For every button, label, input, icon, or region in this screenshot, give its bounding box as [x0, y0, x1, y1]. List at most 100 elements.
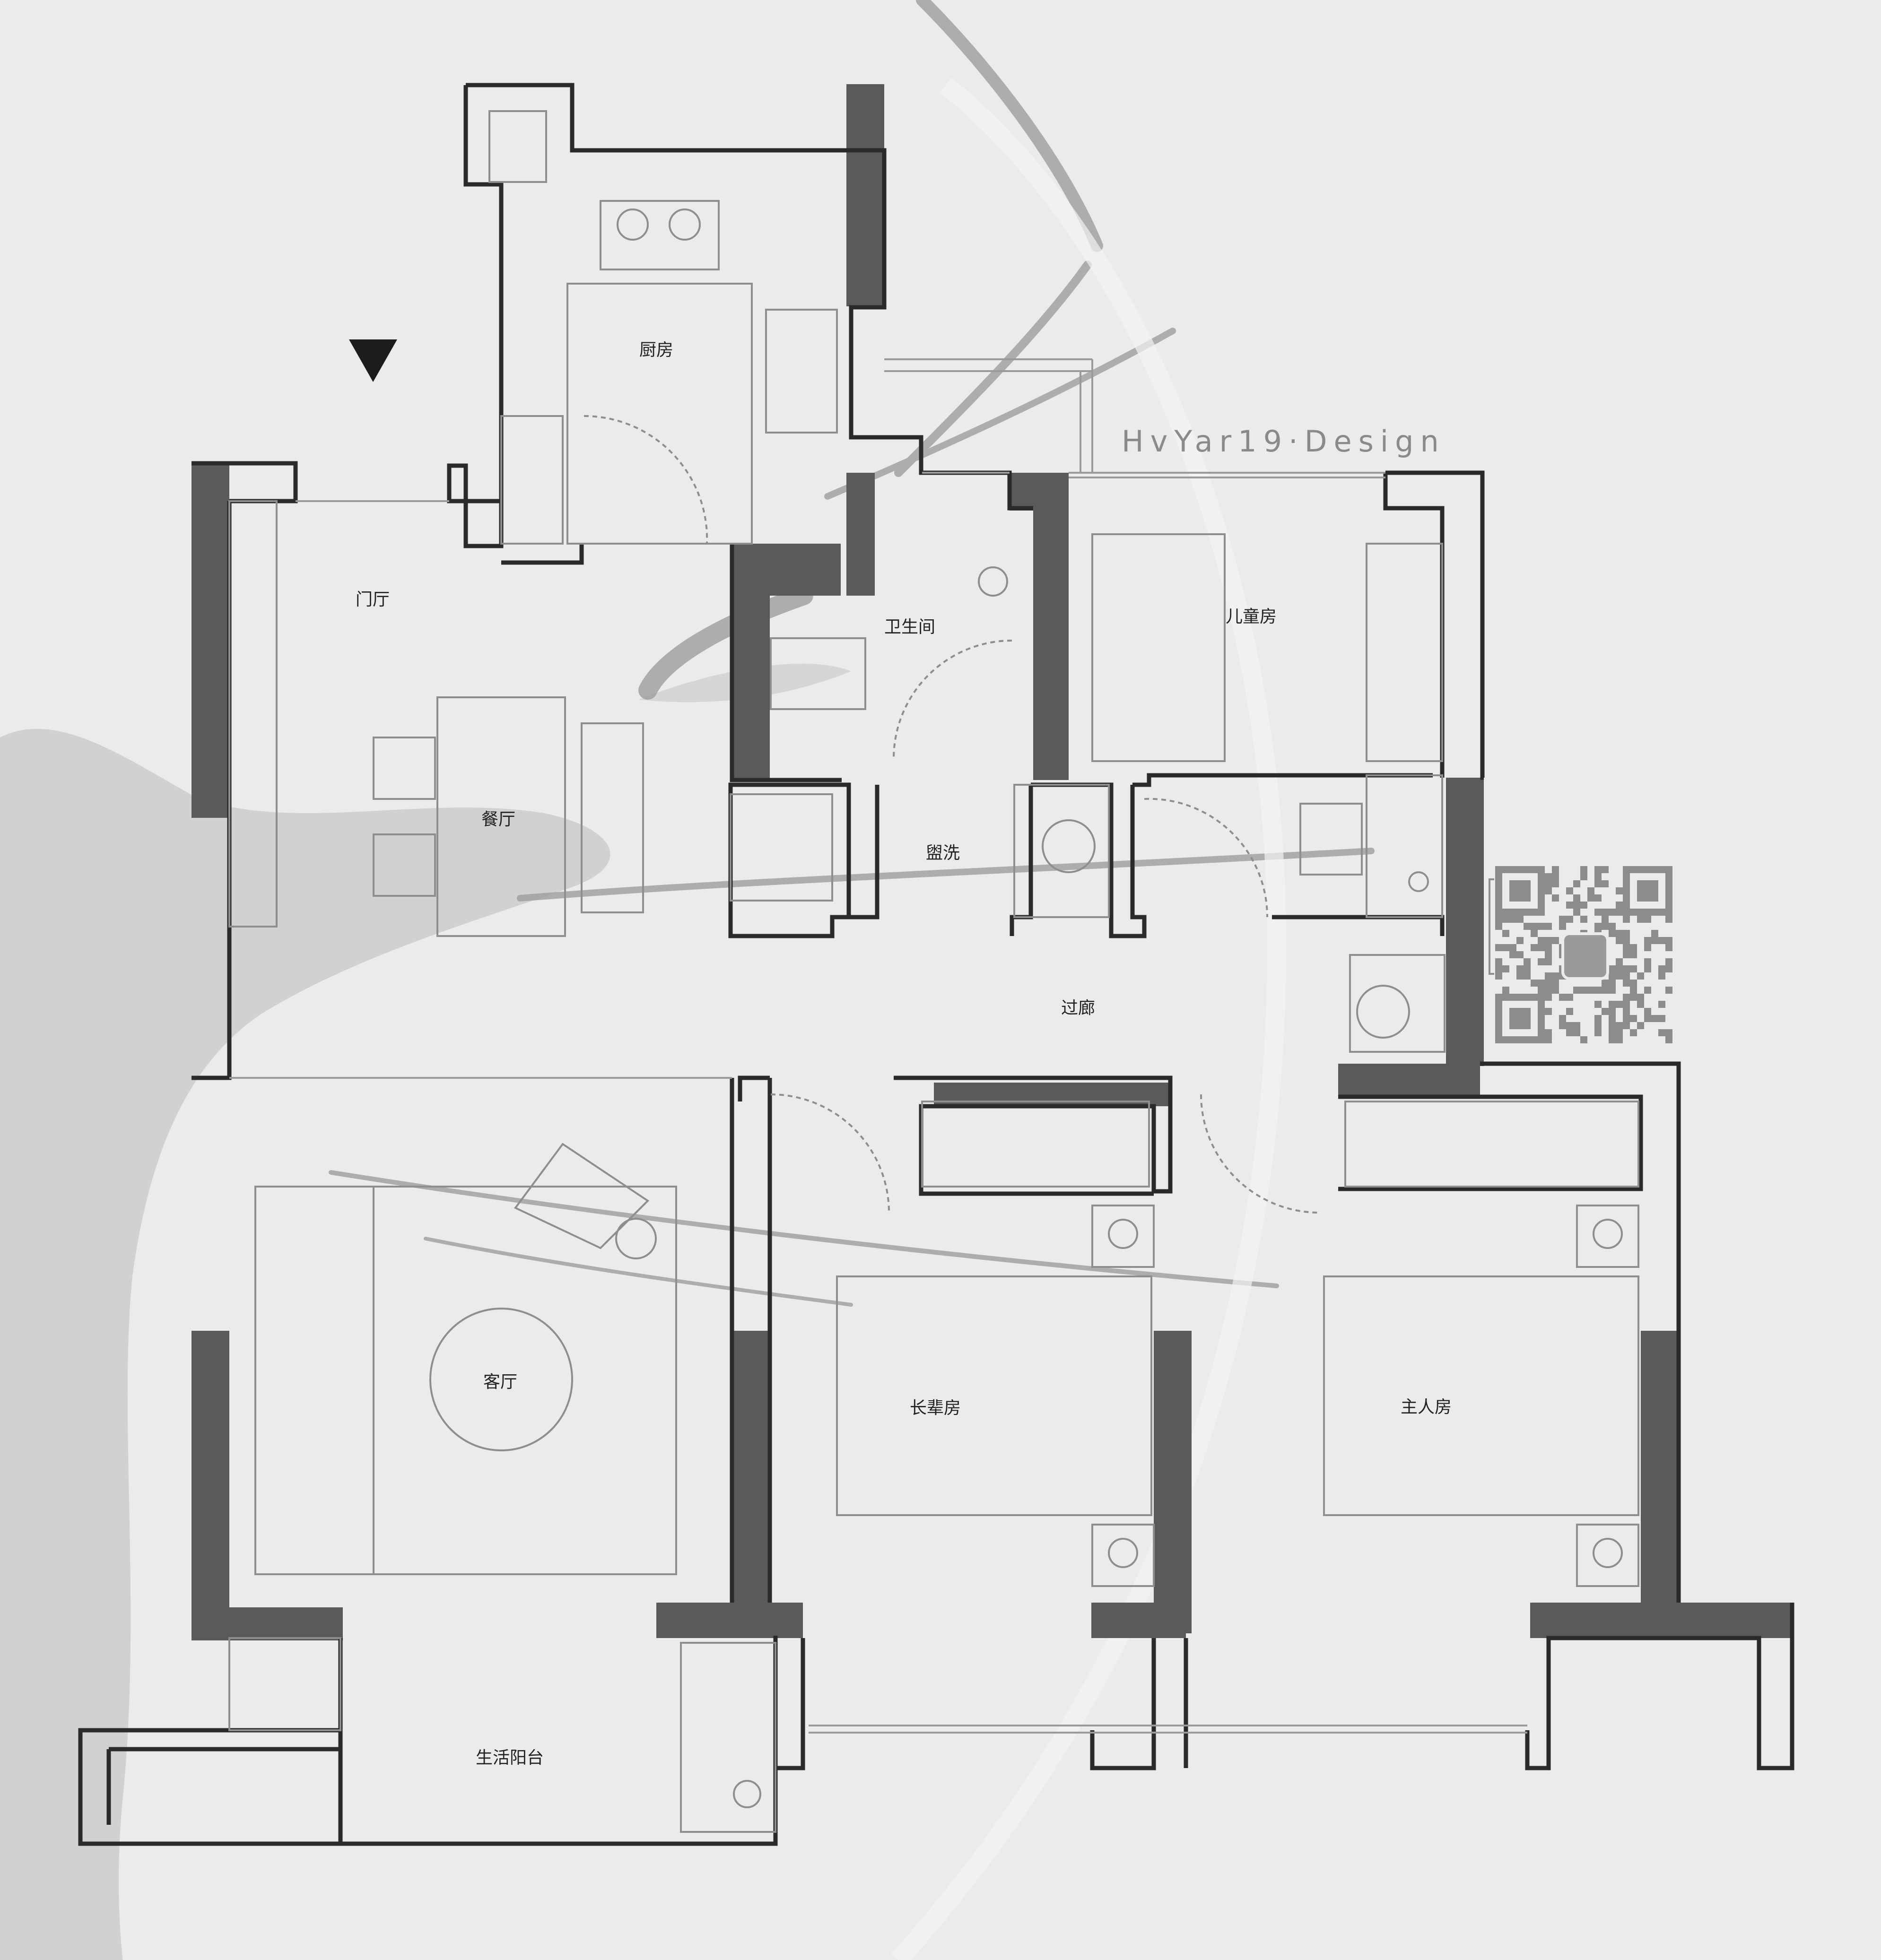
qr-module: [1623, 1008, 1630, 1015]
wardrobe-kids: [1366, 774, 1443, 918]
qr-module: [1594, 909, 1602, 916]
qr-module: [1559, 1022, 1566, 1029]
qr-module: [1580, 873, 1587, 880]
qr-module: [1623, 944, 1630, 951]
dining-table: [436, 696, 566, 937]
qr-module: [1531, 944, 1538, 951]
qr-module: [1616, 930, 1623, 937]
qr-module: [1502, 916, 1509, 923]
qr-module: [1630, 980, 1637, 987]
wall-block: [846, 473, 875, 596]
qr-module: [1516, 972, 1524, 980]
qr-module: [1623, 1001, 1630, 1008]
qr-module: [1644, 965, 1651, 972]
door-swing: [1200, 1094, 1320, 1214]
qr-module: [1609, 1029, 1616, 1036]
qr-module: [1616, 937, 1623, 944]
qr-module: [1594, 1015, 1602, 1022]
qr-module: [1658, 1015, 1665, 1022]
qr-module: [1545, 937, 1552, 944]
qr-module: [1609, 1015, 1616, 1022]
qr-module: [1658, 1001, 1665, 1008]
qr-module: [1609, 987, 1616, 994]
qr-module: [1552, 866, 1559, 873]
qr-module: [1637, 1022, 1644, 1029]
qr-module: [1587, 887, 1594, 894]
qr-module: [1502, 987, 1509, 994]
wall-outline: [447, 85, 504, 548]
toilet: [770, 637, 866, 710]
nightstand: [1091, 1524, 1155, 1587]
living-rug: [254, 1186, 677, 1575]
qr-module: [1665, 958, 1672, 965]
room-label-kids-room: 儿童房: [1226, 607, 1277, 626]
qr-module: [1665, 1029, 1672, 1036]
qr-module: [1545, 980, 1552, 987]
lounge-chair: [514, 1143, 650, 1249]
room-label-washroom: 盥洗: [926, 843, 960, 863]
wall-outline: [730, 544, 842, 782]
qr-module: [1580, 902, 1587, 909]
qr-module: [1630, 965, 1637, 972]
qr-module: [1495, 972, 1502, 980]
qr-module: [1552, 937, 1559, 944]
qr-module: [1509, 944, 1516, 951]
walls: [192, 84, 1793, 1640]
desk: [1299, 803, 1363, 876]
door-swing: [583, 415, 708, 544]
washer: [1349, 954, 1446, 1053]
qr-module: [1609, 1036, 1616, 1043]
qr-module: [1559, 994, 1566, 1001]
qr-module: [1609, 1001, 1616, 1008]
qr-module: [1609, 980, 1616, 987]
qr-module: [1594, 873, 1602, 880]
qr-module: [1524, 965, 1531, 972]
qr-module: [1594, 894, 1602, 902]
qr-module: [1545, 994, 1552, 1001]
room-label-elder-room: 长辈房: [910, 1398, 961, 1418]
qr-module: [1637, 994, 1644, 1001]
qr-module: [1623, 951, 1630, 958]
room-label-foyer: 门厅: [356, 590, 390, 609]
entrance-arrow-icon: [349, 339, 397, 382]
laundry-cabinet: [730, 793, 833, 902]
qr-module: [1644, 916, 1651, 923]
wall-outline: [730, 1078, 772, 1603]
qr-module: [1651, 1015, 1658, 1022]
qr-module: [1644, 987, 1651, 994]
fridge: [488, 110, 547, 183]
qr-module: [1594, 880, 1602, 887]
qr-module: [1616, 965, 1623, 972]
qr-module: [1623, 1015, 1630, 1022]
qr-module: [1502, 930, 1509, 937]
qr-module: [1552, 980, 1559, 987]
qr-module: [1623, 980, 1630, 987]
qr-module: [1602, 1008, 1609, 1015]
qr-module: [1609, 909, 1616, 916]
wall-block: [1338, 1064, 1480, 1097]
wall-outline: [501, 544, 584, 565]
door-swing: [770, 1093, 890, 1213]
dining-bench: [581, 722, 644, 913]
qr-module: [1580, 1036, 1587, 1043]
room-label-corridor: 过廊: [1061, 998, 1095, 1018]
wall-outline: [1272, 915, 1445, 936]
qr-module: [1559, 923, 1566, 930]
stove-burner: [617, 208, 649, 241]
qr-module: [1538, 980, 1545, 987]
qr-module: [1665, 937, 1672, 944]
qr-module: [1594, 1022, 1602, 1029]
qr-module: [1545, 873, 1552, 880]
qr-module: [1623, 1022, 1630, 1029]
qr-module: [1665, 916, 1672, 923]
qr-module: [1552, 880, 1559, 887]
qr-module: [1665, 944, 1672, 951]
wall-outline: [728, 782, 851, 938]
door-swing: [893, 640, 1012, 759]
qr-module: [1623, 930, 1630, 937]
qr-module: [1623, 965, 1630, 972]
wall-outline: [773, 1636, 805, 1770]
qr-module: [1658, 972, 1665, 980]
mop-sink: [733, 1780, 761, 1808]
wall-outline: [78, 1638, 343, 1846]
